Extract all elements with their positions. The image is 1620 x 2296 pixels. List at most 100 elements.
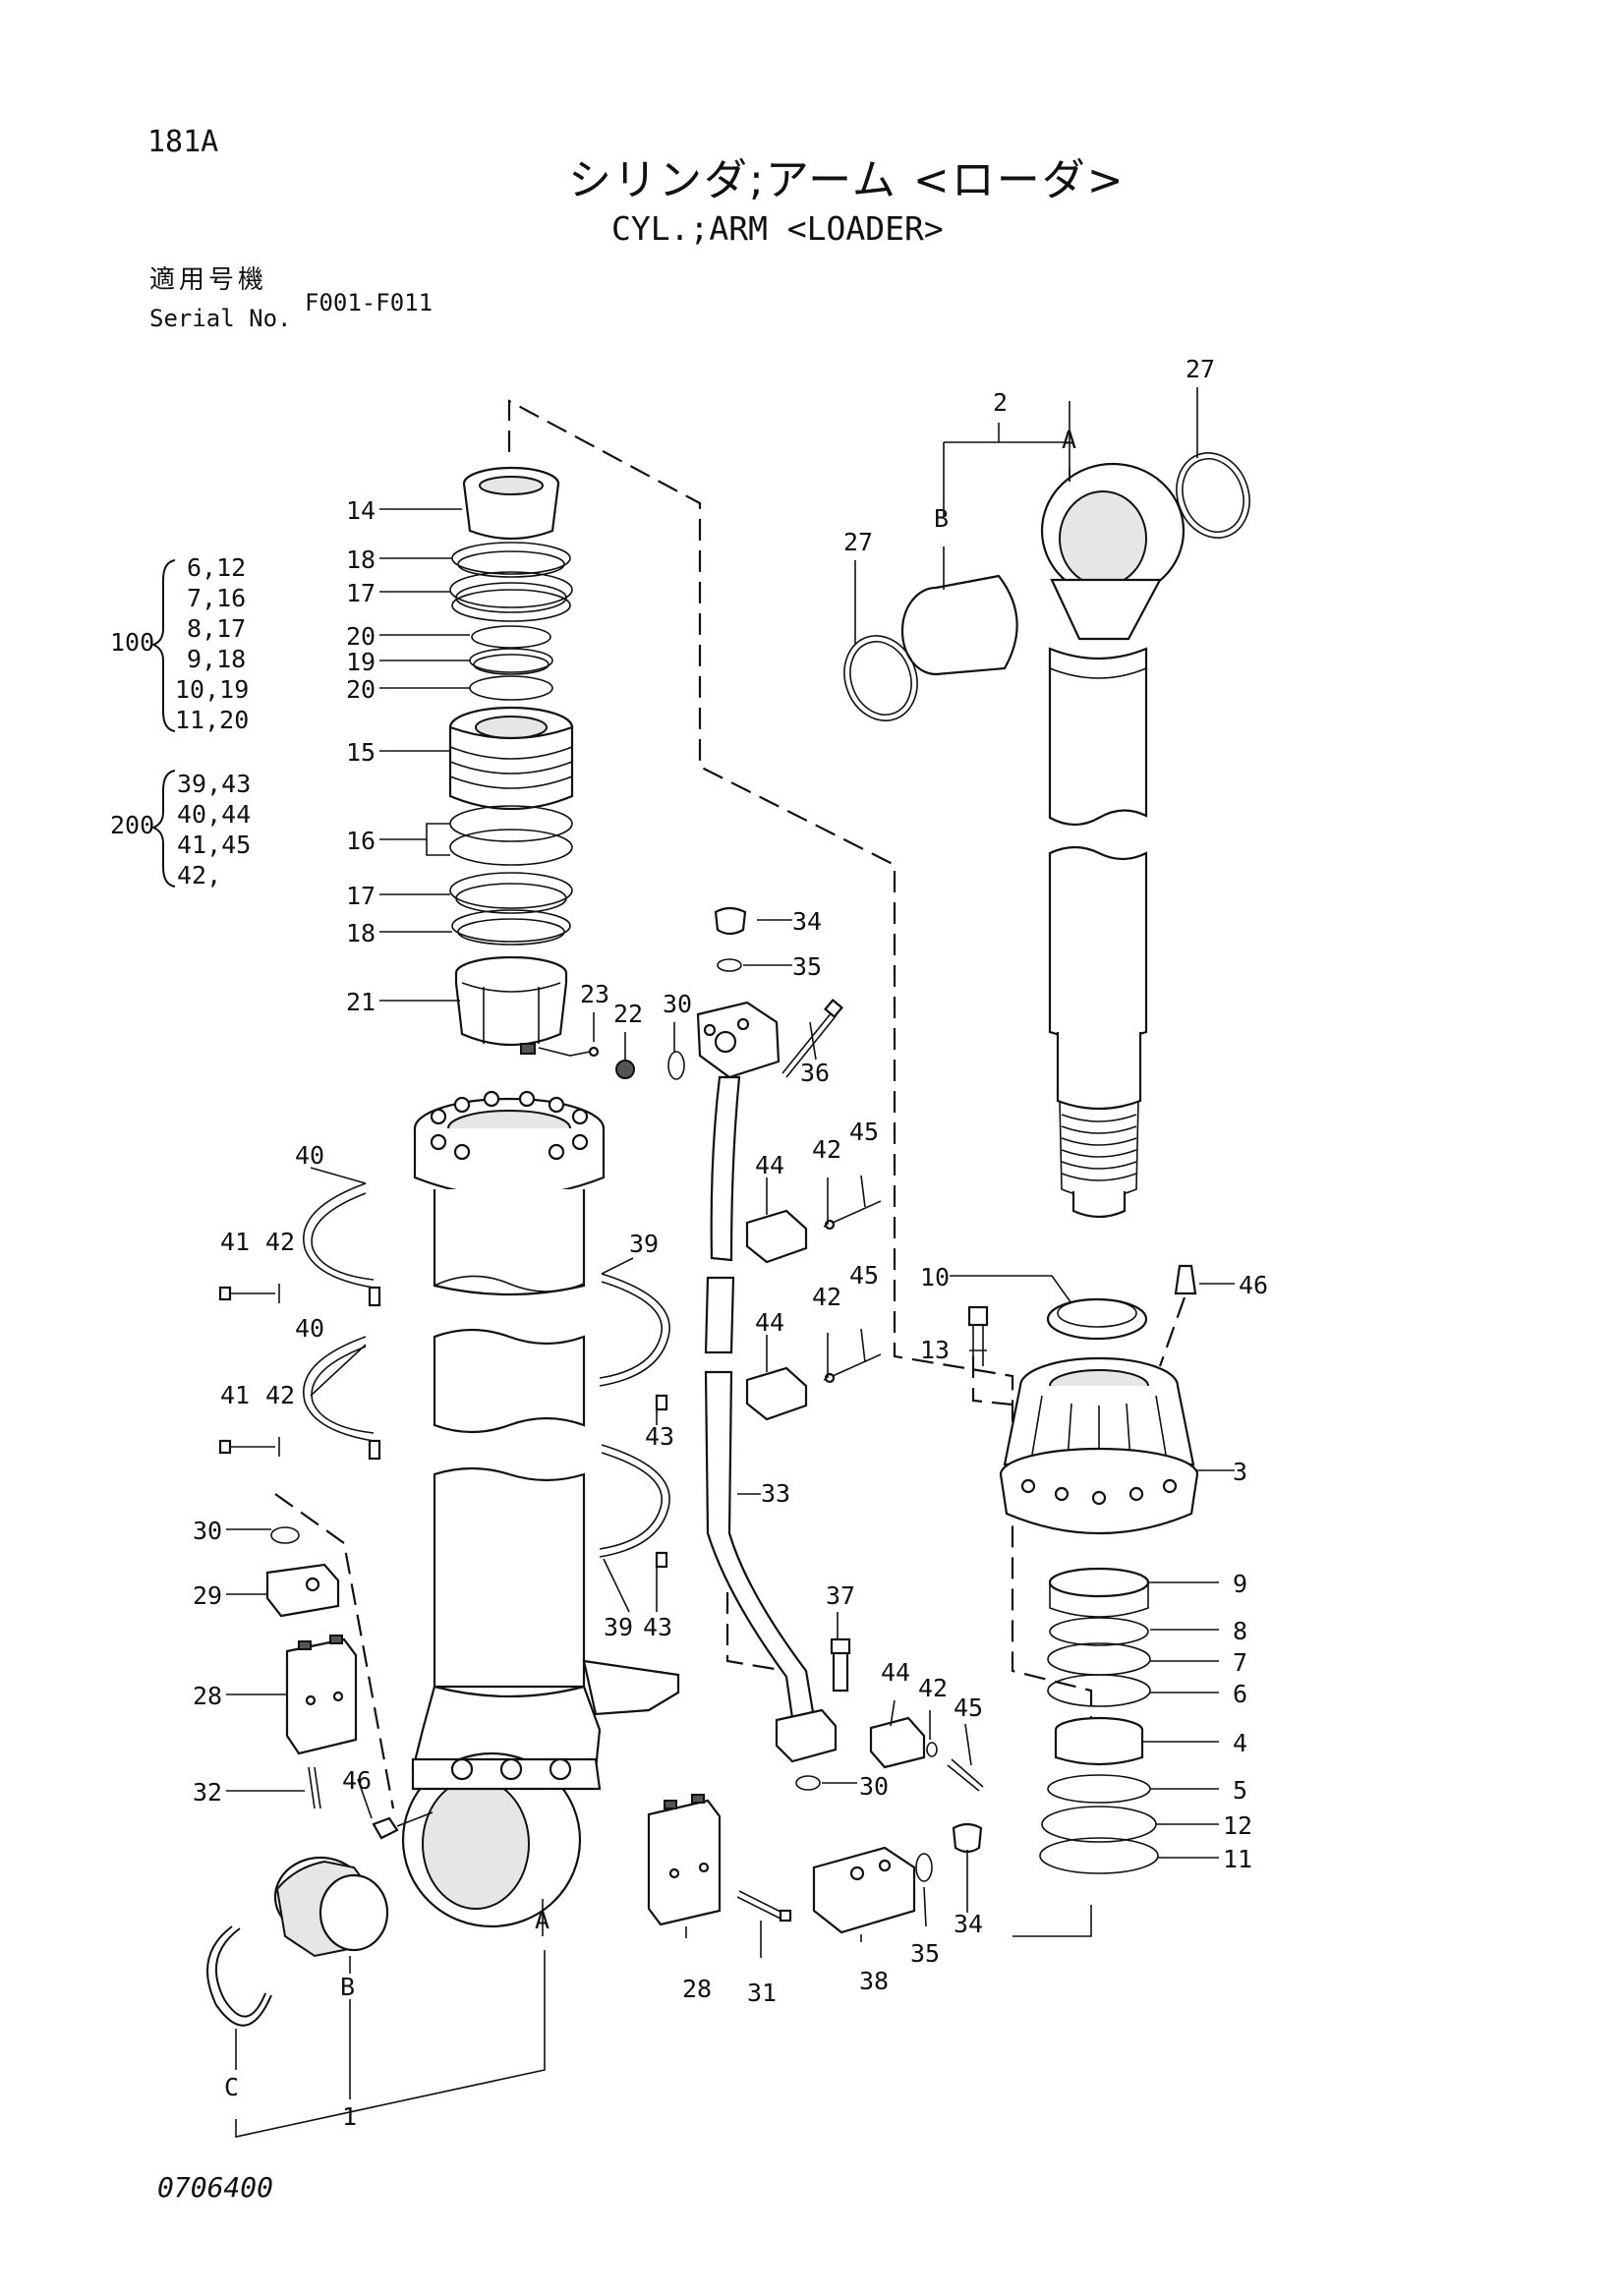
callout-35-upper: 35 bbox=[792, 952, 822, 981]
part-30-o-ring-center bbox=[795, 1775, 821, 1791]
part-37-bolt bbox=[830, 1637, 851, 1693]
part-36-bolt bbox=[781, 998, 844, 1078]
part-30-o-ring-left bbox=[270, 1526, 300, 1544]
part-31-bolt bbox=[736, 1890, 792, 1923]
callout-41-upper: 41 bbox=[220, 1228, 250, 1256]
callout-10: 10 bbox=[920, 1263, 950, 1292]
callout-28-center: 28 bbox=[682, 1975, 712, 2003]
callout-15: 15 bbox=[346, 738, 376, 767]
kit-100-number: 100 bbox=[110, 628, 154, 657]
part-pipe-flange bbox=[775, 1708, 838, 1763]
kit-100-line-4: 9,18 bbox=[187, 645, 246, 673]
part-bushing-rod-b bbox=[900, 574, 1018, 676]
callout-3: 3 bbox=[1233, 1458, 1247, 1486]
callout-14: 14 bbox=[346, 496, 376, 525]
part-17-ring-lower bbox=[449, 872, 573, 914]
part-10-ring bbox=[1046, 1297, 1148, 1341]
callout-A-rod: A bbox=[1062, 426, 1076, 454]
callout-B-rod: B bbox=[934, 504, 949, 533]
part-bushing-b bbox=[273, 1856, 389, 1958]
clamp-assembly-upper bbox=[218, 1182, 882, 1411]
leader-lines bbox=[226, 387, 1235, 1958]
part-46-grease-fitting-left bbox=[372, 1811, 434, 1840]
callout-30-upper: 30 bbox=[663, 990, 692, 1018]
title-japanese: シリンダ;アーム <ローダ> bbox=[568, 155, 1126, 205]
drawing-number: 0706400 bbox=[157, 2171, 274, 2204]
serial-label-english: Serial No. bbox=[149, 305, 292, 332]
callout-43-lower: 43 bbox=[643, 1613, 672, 1641]
callout-2: 2 bbox=[993, 388, 1008, 417]
part-13-bolt bbox=[967, 1305, 989, 1366]
assembly-guide-lines bbox=[274, 399, 1186, 1809]
callout-27-right: 27 bbox=[1186, 355, 1215, 383]
callout-11: 11 bbox=[1223, 1845, 1252, 1873]
callout-39-lower: 39 bbox=[604, 1613, 633, 1641]
callout-16: 16 bbox=[346, 827, 376, 855]
kit-200-line-2: 40,44 bbox=[177, 800, 251, 829]
part-35-o-ring-lower bbox=[915, 1853, 933, 1882]
callout-B-bushing: B bbox=[340, 1973, 355, 2001]
part-27-seal-left bbox=[843, 635, 918, 721]
callout-12: 12 bbox=[1223, 1811, 1252, 1840]
kit-200-line-4: 42, bbox=[177, 861, 221, 890]
kit-200-number: 200 bbox=[110, 811, 154, 839]
assembly-1-bracket bbox=[235, 1899, 546, 2138]
part-20-ring-a bbox=[471, 625, 551, 649]
callout-35-lower: 35 bbox=[910, 1939, 940, 1968]
callout-34-upper: 34 bbox=[792, 907, 822, 936]
callout-42-upper-right: 42 bbox=[812, 1135, 841, 1164]
part-19-ring bbox=[469, 648, 553, 675]
callout-28-left: 28 bbox=[193, 1682, 222, 1710]
callout-31: 31 bbox=[747, 1979, 777, 2007]
part-35-o-ring-upper bbox=[717, 958, 742, 972]
callout-34-lower: 34 bbox=[954, 1910, 983, 1938]
part-block-upper bbox=[696, 1001, 781, 1079]
part-28-valve-left bbox=[285, 1635, 358, 1755]
kit-100-list: 100 6,12 7,16 8,17 9,18 10,19 11,20 bbox=[110, 553, 249, 734]
callout-A-cylinder: A bbox=[535, 1906, 550, 1934]
callout-42-middle: 42 bbox=[812, 1283, 841, 1311]
kit-100-line-1: 6,12 bbox=[187, 553, 246, 582]
callout-27-left: 27 bbox=[843, 528, 873, 556]
serial-label-japanese: 適用号機 bbox=[149, 265, 268, 295]
callout-38: 38 bbox=[859, 1967, 889, 1995]
callout-17-lower: 17 bbox=[346, 882, 376, 910]
callout-8: 8 bbox=[1233, 1617, 1247, 1645]
callout-45-middle: 45 bbox=[849, 1261, 879, 1290]
callout-18-upper: 18 bbox=[346, 545, 376, 574]
flange-bolt-holes bbox=[430, 1090, 589, 1161]
part-22-set-screw bbox=[615, 1060, 635, 1079]
callout-30-center: 30 bbox=[859, 1772, 889, 1801]
callout-labels: 14 18 17 20 19 20 15 16 17 18 21 23 22 3… bbox=[193, 355, 1268, 2131]
callout-41-lower: 41 bbox=[220, 1381, 250, 1409]
part-2-piston-rod bbox=[1040, 462, 1186, 1219]
part-32-bolt bbox=[308, 1766, 321, 1809]
callout-40-lower: 40 bbox=[295, 1314, 324, 1343]
page-number: 181A bbox=[147, 125, 219, 159]
kit-100-line-5: 10,19 bbox=[175, 675, 249, 704]
callout-44-lower: 44 bbox=[881, 1658, 910, 1687]
callout-17-upper: 17 bbox=[346, 579, 376, 607]
callout-42-lower-left: 42 bbox=[265, 1381, 295, 1409]
callout-C-snap-ring: C bbox=[224, 2073, 239, 2101]
part-38-block bbox=[812, 1846, 916, 1934]
callout-40-upper: 40 bbox=[295, 1141, 324, 1170]
callout-45-upper: 45 bbox=[849, 1118, 879, 1146]
part-14-dust-seal-housing bbox=[462, 466, 560, 541]
callout-18-lower: 18 bbox=[346, 919, 376, 947]
callout-7: 7 bbox=[1233, 1648, 1247, 1677]
part-21-piston-nut bbox=[454, 955, 568, 1055]
part-29-plate bbox=[265, 1563, 340, 1618]
callout-20-upper: 20 bbox=[346, 622, 376, 651]
kit-100-line-2: 7,16 bbox=[187, 584, 246, 612]
callout-29: 29 bbox=[193, 1581, 222, 1610]
part-1-cylinder-tube bbox=[401, 1090, 680, 1928]
callout-4: 4 bbox=[1233, 1729, 1247, 1757]
callout-9: 9 bbox=[1233, 1570, 1247, 1598]
callout-42-upper-left: 42 bbox=[265, 1228, 295, 1256]
callout-36: 36 bbox=[800, 1059, 830, 1087]
part-27-seal-right bbox=[1176, 452, 1250, 539]
kit-100-line-3: 8,17 bbox=[187, 614, 246, 643]
part-3-rod-cover bbox=[999, 1356, 1199, 1535]
